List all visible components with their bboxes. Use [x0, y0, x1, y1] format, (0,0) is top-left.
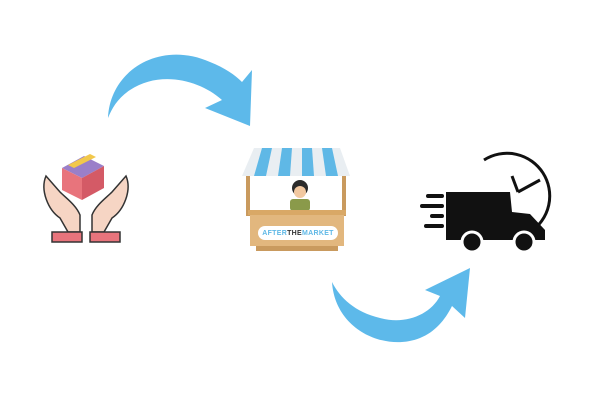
- curved-arrow-bottom: [332, 268, 470, 343]
- sign-market: MARKET: [302, 229, 334, 237]
- hands-box-icon: [43, 154, 129, 243]
- curved-arrow-top: [108, 54, 252, 126]
- sign-the: THE: [287, 229, 302, 237]
- market-stall-icon: [242, 148, 350, 251]
- fast-delivery-truck-icon: [420, 151, 552, 254]
- sign-after: AFTER: [262, 229, 288, 237]
